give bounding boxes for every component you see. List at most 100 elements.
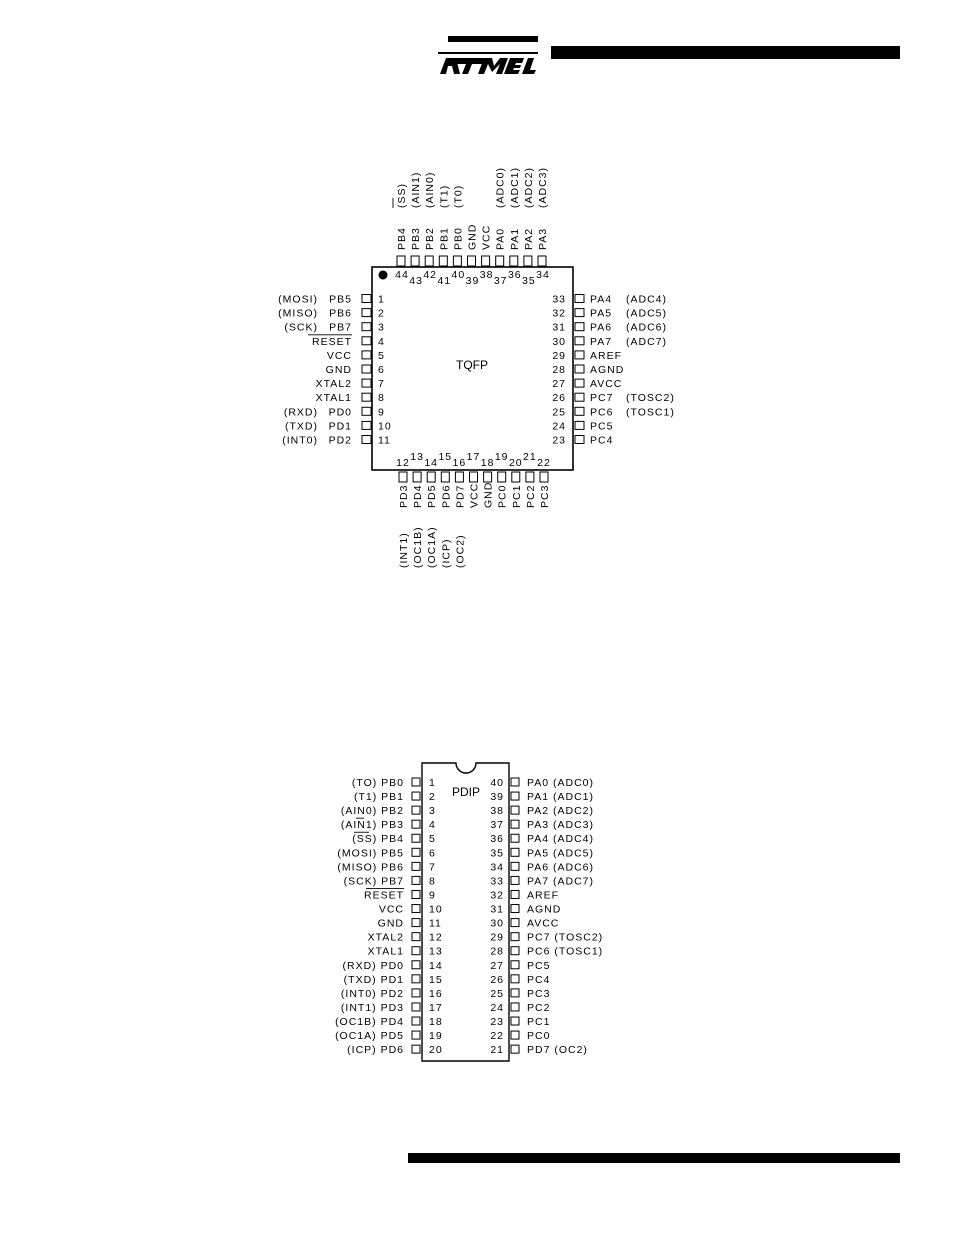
pin-number: 6 xyxy=(378,364,385,376)
pin-number: 13 xyxy=(410,451,424,463)
pdip-label: PDIP xyxy=(452,785,480,799)
pin-label-group: GND xyxy=(483,482,495,508)
pin-number: 19 xyxy=(495,451,509,463)
pin-pad xyxy=(574,435,585,444)
pin-label: PC2 xyxy=(527,1002,550,1014)
pin-number: 9 xyxy=(429,889,436,901)
pin-pad xyxy=(510,960,520,970)
pin-number: 9 xyxy=(378,406,385,418)
pin-number: 17 xyxy=(429,1002,443,1014)
pin-number: 27 xyxy=(552,378,566,390)
pin-number: 8 xyxy=(429,875,436,887)
pin-name: GND xyxy=(326,364,352,376)
pin-name: PB6 xyxy=(329,308,352,320)
pin-name: PC1 xyxy=(511,485,523,508)
pin-label: PC6 (TOSC1) xyxy=(527,946,603,958)
pin-name: PC5 xyxy=(590,420,613,432)
pin-pad xyxy=(510,1016,520,1026)
pin-number: 38 xyxy=(490,805,504,817)
pin-number: 15 xyxy=(429,974,443,986)
pin-name: VCC xyxy=(469,483,481,508)
pin-number: 30 xyxy=(490,918,504,930)
pin-label: (AIN0) PB2 xyxy=(341,805,404,817)
pin-number: 15 xyxy=(438,451,452,463)
pin-pad xyxy=(411,946,421,956)
pin-number: 12 xyxy=(396,457,410,469)
pin-name: AGND xyxy=(590,364,624,376)
pin-number: 32 xyxy=(490,889,504,901)
pin-name: GND xyxy=(483,482,495,508)
pin-pad xyxy=(510,904,520,914)
pin-pad xyxy=(510,988,520,998)
pin-name: RESET xyxy=(312,336,352,348)
pin-alt-function: (ICP) xyxy=(440,539,452,569)
pin-number: 26 xyxy=(490,974,504,986)
pin-label: PA6 (ADC6) xyxy=(527,861,594,873)
pin-pad xyxy=(510,833,520,843)
pin-name: PC0 xyxy=(497,485,509,508)
pin-label-group: VCC xyxy=(481,225,493,250)
pin-number: 32 xyxy=(552,308,566,320)
pin-name: PD6 xyxy=(440,485,452,508)
pin-label-group: PD4(OC1B) xyxy=(412,485,424,568)
pin-name: VCC xyxy=(327,350,352,362)
pin-label: PA7 (ADC7) xyxy=(527,875,594,887)
footer-rule xyxy=(408,1153,900,1163)
pin-pad xyxy=(361,336,372,346)
pin-pad xyxy=(361,364,372,374)
pin-name: PC7 xyxy=(590,392,613,404)
pin-number: 24 xyxy=(490,1002,504,1014)
pin-pad xyxy=(440,471,450,483)
pin-alt-function: (INT0) xyxy=(282,435,318,447)
pin-label: (SCK) PB7 xyxy=(344,875,404,887)
pin-pad xyxy=(412,471,422,483)
pin-alt-function: (RXD) xyxy=(284,406,318,418)
pin-label: (AIN1) PB3 xyxy=(341,819,404,831)
pin-pad xyxy=(574,378,585,388)
pin-label: RESET xyxy=(364,889,404,901)
pin-number: 34 xyxy=(536,269,550,281)
pin-number: 7 xyxy=(429,861,436,873)
pin-label-group: PC0 xyxy=(497,485,509,508)
pin-number: 18 xyxy=(481,457,495,469)
pin-number: 5 xyxy=(429,833,436,845)
pin-number: 29 xyxy=(552,350,566,362)
pin-name: PA4 xyxy=(590,294,612,306)
pin-number: 36 xyxy=(508,269,522,281)
pin-label-group: VCC xyxy=(469,483,481,508)
pin-label-group: PC3 xyxy=(539,485,551,508)
pin-number: 31 xyxy=(552,322,566,334)
pin-label-group: GND xyxy=(467,224,479,250)
pin-pad xyxy=(574,420,585,430)
pin-label-group: PA3(ADC3) xyxy=(537,167,549,250)
pin-number: 17 xyxy=(467,451,481,463)
pin-label-group: PA2(ADC2) xyxy=(523,167,535,250)
pin-number: 21 xyxy=(490,1044,504,1056)
pin-number: 14 xyxy=(424,457,438,469)
pin-alt-function: (T0) xyxy=(452,185,464,208)
pin-number: 25 xyxy=(490,988,504,1000)
pin-pad xyxy=(454,471,464,483)
pin-number: 23 xyxy=(490,1016,504,1028)
pin-number: 3 xyxy=(429,805,436,817)
pin-name: PB2 xyxy=(424,227,436,250)
pin-pad xyxy=(510,932,520,942)
pin-number: 29 xyxy=(490,932,504,944)
pin-name: PD0 xyxy=(329,406,352,418)
pin-name: PC3 xyxy=(539,485,551,508)
pin-pad xyxy=(510,875,520,885)
pin-pad xyxy=(510,1030,520,1040)
pin-pad xyxy=(510,946,520,956)
pin-number: 22 xyxy=(537,457,551,469)
pin-label: (INT0) PD2 xyxy=(341,988,404,1000)
pin-label: (OC1B) PD4 xyxy=(335,1016,404,1028)
pin-label: PC4 xyxy=(527,974,550,986)
pin-number: 26 xyxy=(552,392,566,404)
pin-label-group: PB2(AIN0) xyxy=(424,172,436,250)
pin-name: PD5 xyxy=(426,485,438,508)
pin-alt-function: (OC1A) xyxy=(426,526,438,568)
pin-number: 16 xyxy=(429,988,443,1000)
pin-name: VCC xyxy=(481,225,493,250)
tqfp-diagram: TQFP 1PB5(MOSI)2PB6(MISO)3PB7(SCK)4RESET… xyxy=(278,167,674,569)
